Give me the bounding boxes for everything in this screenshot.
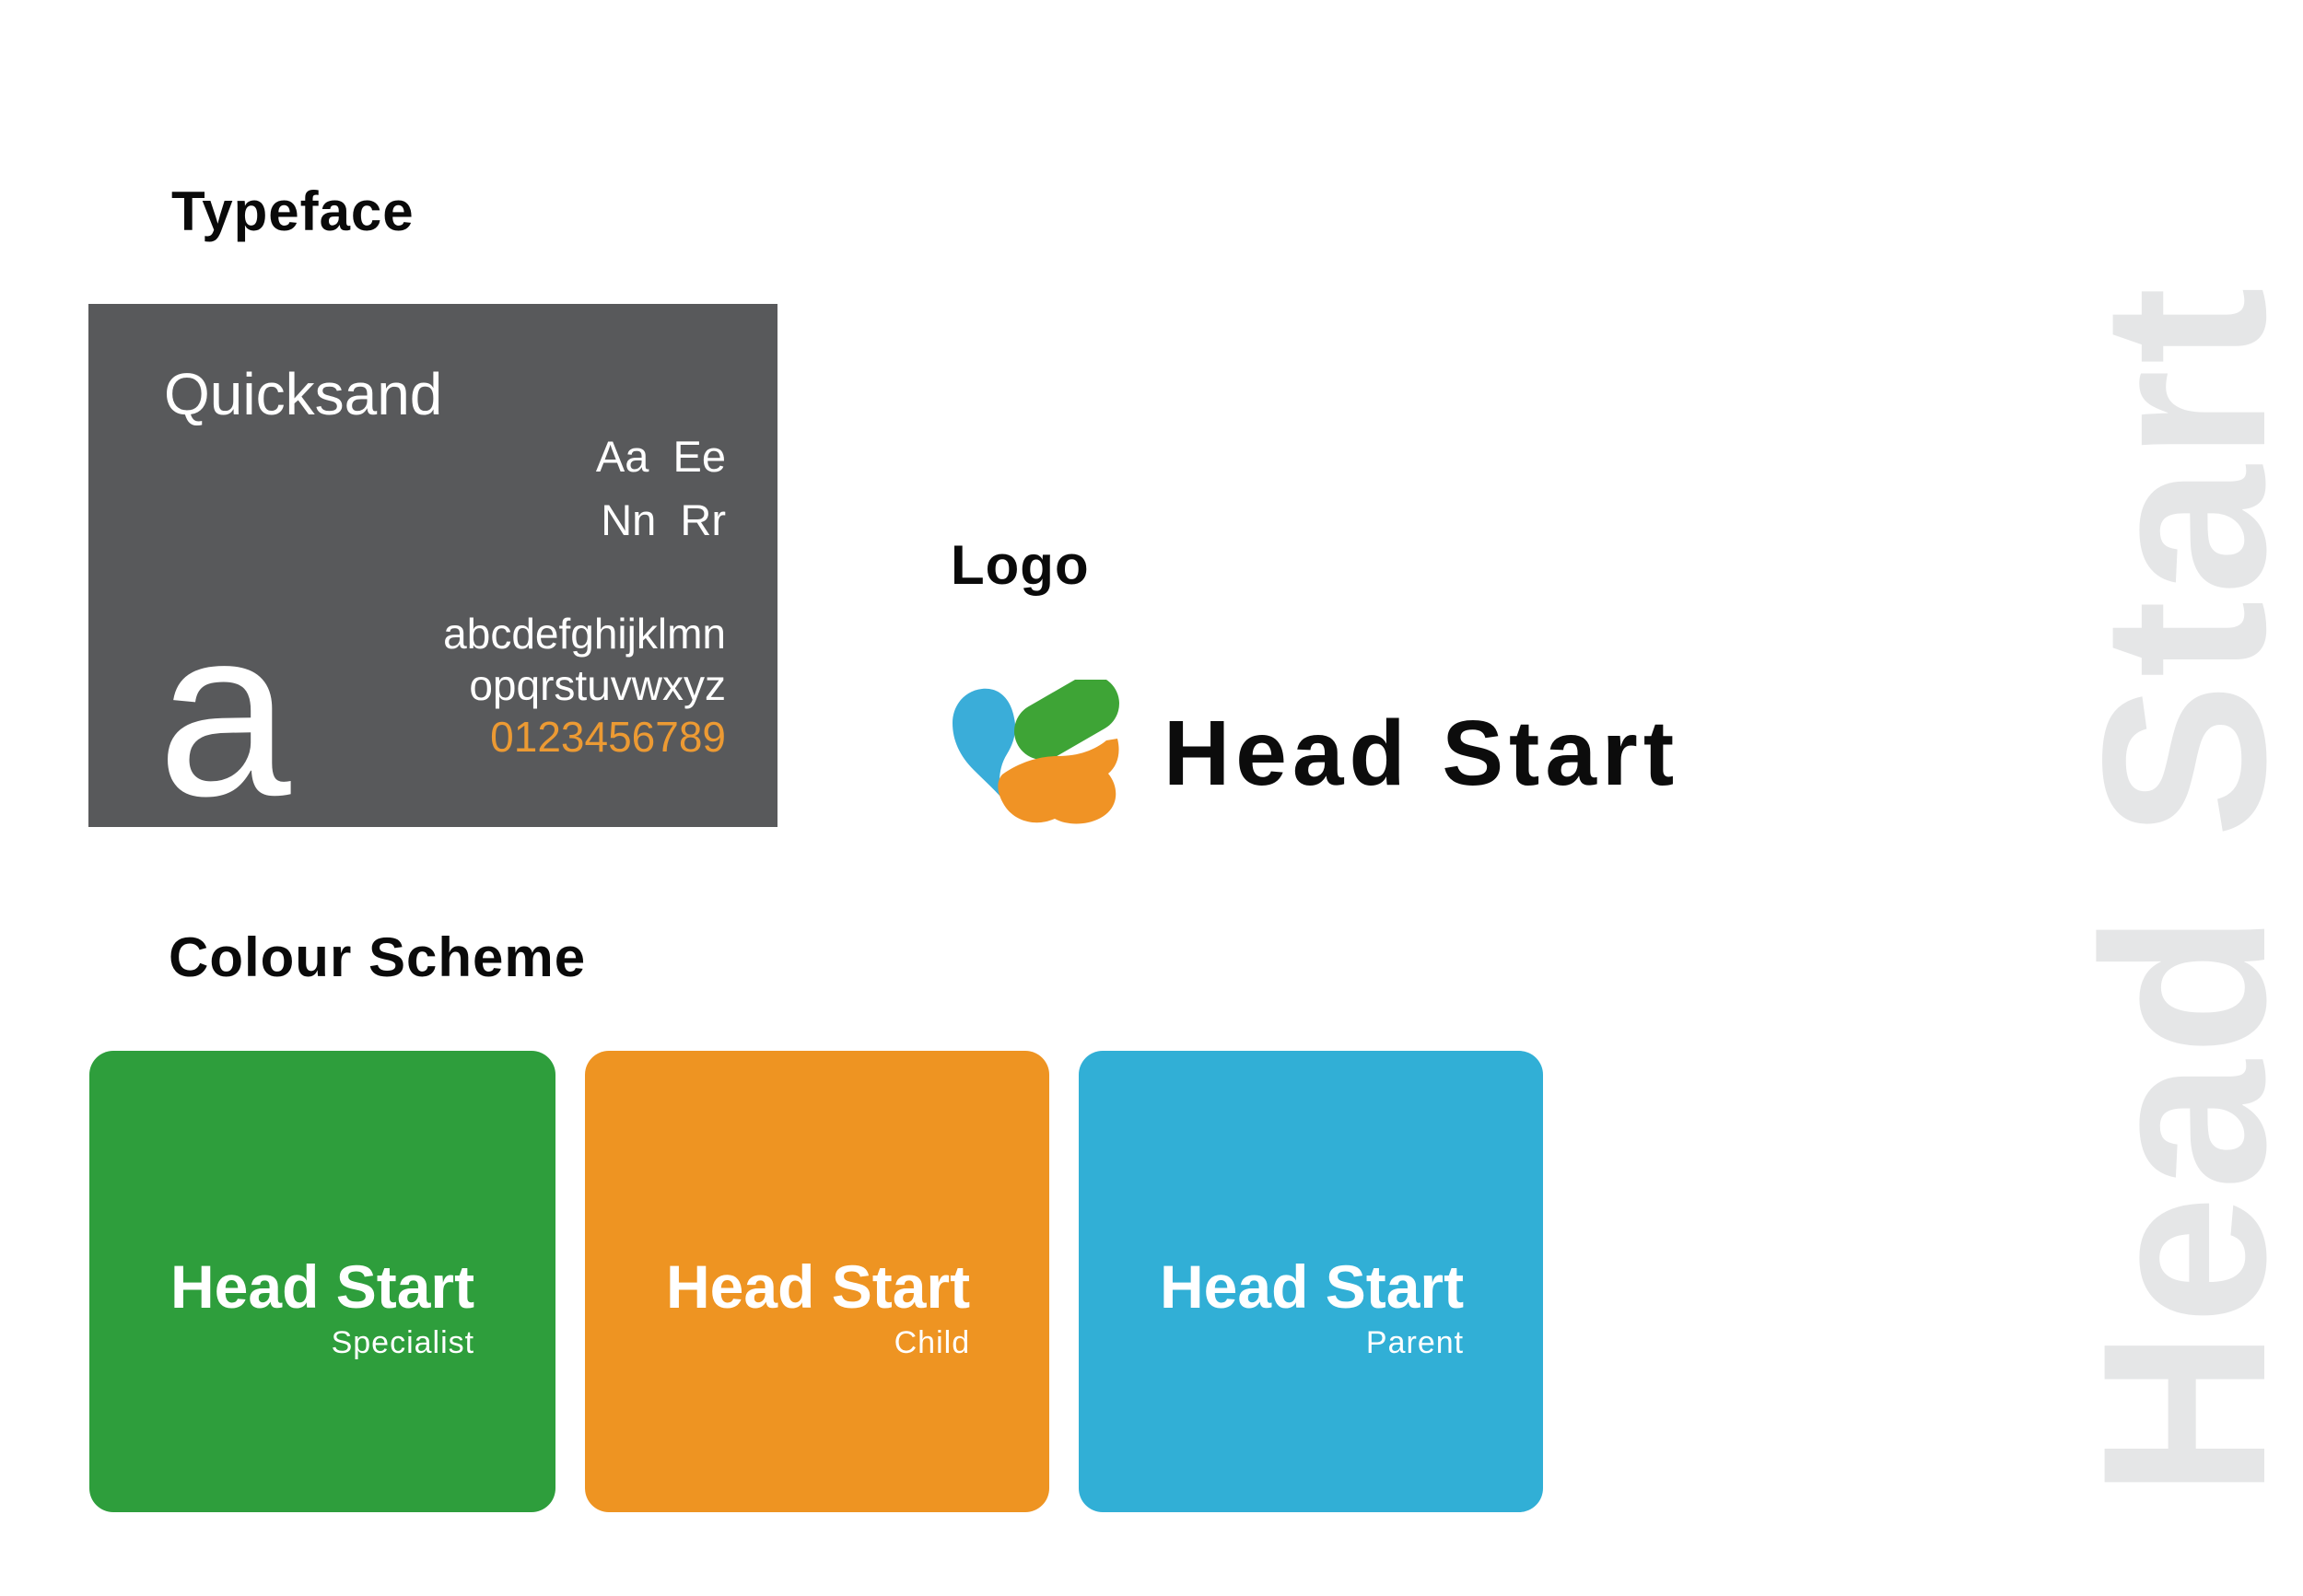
logo-green-capsule-shape [1014, 680, 1119, 760]
digits-line: 0123456789 [490, 713, 726, 761]
big-specimen-letter: a [158, 579, 291, 846]
colour-card-subtitle: Parent [1365, 1325, 1465, 1360]
letter-pairs-line1: Aa Ee [595, 432, 726, 481]
letter-pairs-specimen: Aa Ee Nn Rr [596, 425, 726, 552]
logo-blue-drop-shape [953, 688, 1016, 798]
colour-scheme-section-heading: Colour Scheme [169, 926, 587, 988]
letter-pairs-line2: Nn Rr [601, 495, 726, 544]
typeface-section-heading: Typeface [171, 181, 415, 242]
font-name-label: Quicksand [164, 361, 443, 427]
colour-card-text: Head Start Child [666, 1256, 970, 1361]
logo-section-heading: Logo [951, 534, 1090, 596]
colour-card-text: Head Start Parent [1160, 1256, 1464, 1361]
colour-card-parent: Head Start Parent [1079, 1051, 1543, 1512]
head-start-wordmark: Head Start [1163, 702, 1680, 805]
colour-card-title: Head Start [666, 1252, 971, 1321]
colour-card-title: Head Start [1160, 1252, 1465, 1321]
head-start-logo-icon [953, 680, 1119, 824]
colour-card-title: Head Start [170, 1252, 475, 1321]
colour-card-subtitle: Child [894, 1325, 971, 1360]
alphabet-line2: opqrstuvwxyz [469, 661, 726, 709]
logo-orange-swoosh-shape [998, 739, 1119, 824]
colour-card-specialist: Head Start Specialist [89, 1051, 555, 1512]
background-watermark-text: Head Start [2055, 281, 2303, 1498]
colour-card-child: Head Start Child [585, 1051, 1049, 1512]
colour-card-subtitle: Specialist [331, 1325, 475, 1360]
alphabet-line1: abcdefghijklmn [443, 610, 726, 658]
colour-card-text: Head Start Specialist [170, 1256, 474, 1361]
